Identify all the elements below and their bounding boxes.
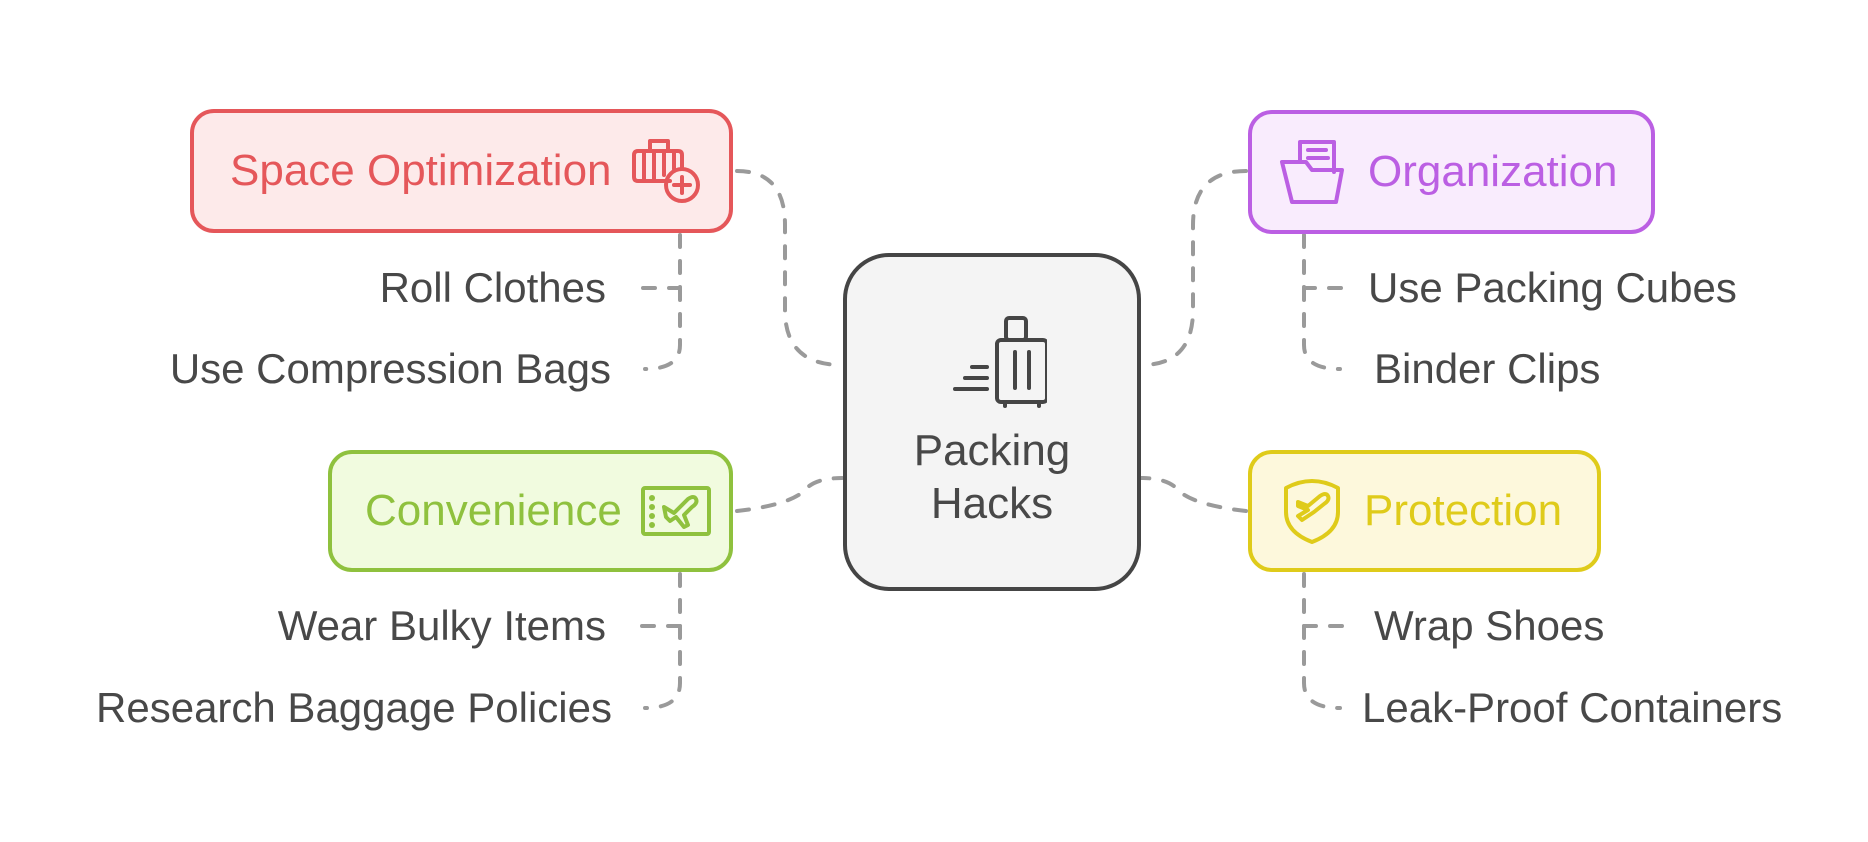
connector-leak-proof <box>1302 624 1342 710</box>
connector-space-optimization <box>735 169 844 367</box>
branch-node-convenience[interactable]: Convenience <box>328 450 733 572</box>
branch-node-organization[interactable]: Organization <box>1248 110 1655 234</box>
branch-node-protection[interactable]: Protection <box>1248 450 1601 572</box>
central-topic-node[interactable]: Packing Hacks <box>843 253 1141 591</box>
branch-label-space-optimization: Space Optimization <box>230 146 612 195</box>
connector-organization <box>1139 169 1248 367</box>
leaf-leak-proof-containers[interactable]: Leak-Proof Containers <box>1362 684 1783 731</box>
leaf-use-packing-cubes[interactable]: Use Packing Cubes <box>1368 264 1737 311</box>
rolling-suitcase-icon <box>953 316 1047 408</box>
branch-label-convenience: Convenience <box>365 486 622 535</box>
connector-binder-clips <box>1302 286 1342 371</box>
shield-plane-icon <box>1284 479 1340 544</box>
leaf-wear-bulky-items[interactable]: Wear Bulky Items <box>277 602 606 649</box>
leaf-binder-clips[interactable]: Binder Clips <box>1374 345 1601 392</box>
branch-node-space-optimization[interactable]: Space Optimization <box>190 109 733 233</box>
leaf-use-compression-bags[interactable]: Use Compression Bags <box>169 345 611 392</box>
leaf-wrap-shoes[interactable]: Wrap Shoes <box>1374 602 1605 649</box>
connector-wear-bulky <box>638 572 682 628</box>
branch-label-protection: Protection <box>1364 486 1563 535</box>
central-topic-line-2: Hacks <box>930 479 1054 528</box>
central-topic-title: Packing Hacks <box>914 424 1071 530</box>
suitcase-plus-icon <box>631 139 700 203</box>
leaf-roll-clothes[interactable]: Roll Clothes <box>379 264 606 311</box>
branch-label-organization: Organization <box>1368 147 1618 196</box>
connector-wrap-shoes <box>1302 572 1344 628</box>
connector-packing-cubes <box>1302 233 1344 290</box>
connector-roll-clothes <box>638 233 682 290</box>
connector-convenience <box>735 476 844 513</box>
connector-compression-bags <box>643 286 682 371</box>
leaf-research-baggage-policies[interactable]: Research Baggage Policies <box>96 684 612 731</box>
folder-documents-icon <box>1280 140 1344 204</box>
connector-research-baggage <box>643 624 682 710</box>
boarding-pass-icon <box>640 486 711 536</box>
central-topic-line-1: Packing <box>913 426 1071 475</box>
connector-protection <box>1139 476 1248 513</box>
